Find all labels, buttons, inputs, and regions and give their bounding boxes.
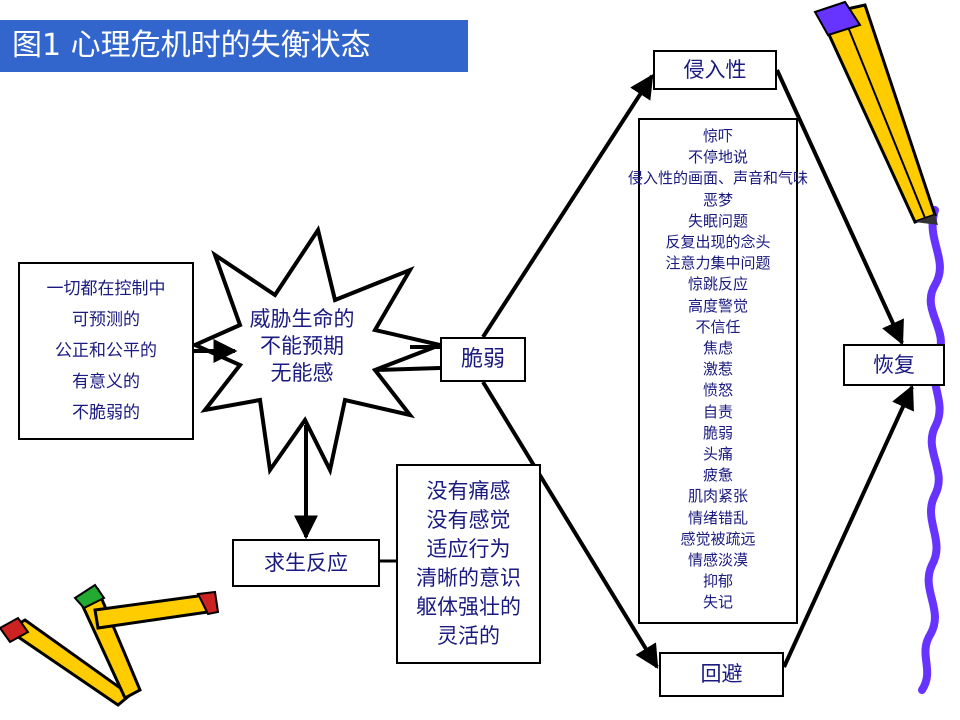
threat-starburst	[190, 225, 447, 476]
initial-state-line: 一切都在控制中	[46, 278, 166, 299]
crayons-icon	[0, 583, 220, 707]
symptom-item: 焦虑	[702, 339, 733, 358]
symptom-item: 反复出现的念头	[665, 233, 771, 252]
title-bar	[0, 20, 468, 72]
symptom-item: 侵入性的画面、声音和气味	[628, 169, 809, 188]
symptom-item: 不信任	[695, 317, 741, 336]
symptom-item: 肌肉紧张	[687, 487, 748, 506]
adaptive-trait-line: 没有痛感	[426, 479, 511, 503]
symptom-item: 失眠问题	[687, 211, 748, 230]
symptom-item: 情绪错乱	[687, 508, 748, 527]
vulnerability-box: 脆弱	[440, 337, 526, 382]
arrow-cuiruo-to-intrusion	[481, 73, 654, 339]
arrow-avoidance-to-recovery	[782, 384, 914, 668]
symptom-item: 恶梦	[702, 190, 733, 209]
symptom-item: 情感淡漠	[687, 551, 748, 570]
adaptive-trait-line: 清晰的意识	[416, 566, 521, 590]
symptom-item: 愤怒	[702, 381, 733, 400]
avoidance-box: 回避	[659, 652, 784, 697]
initial-state-line: 可预测的	[72, 309, 140, 330]
arrow-cuiruo-to-avoidance	[481, 380, 659, 670]
symptom-item: 惊吓	[702, 127, 733, 145]
adaptive-trait-line: 躯体强壮的	[416, 595, 521, 619]
symptom-item: 感觉被疏远	[680, 529, 756, 548]
initial-state-line: 不脆弱的	[72, 402, 140, 423]
symptom-item: 脆弱	[702, 423, 733, 442]
initial-state-box: 一切都在控制中 可预测的 公正和公平的 有意义的 不脆弱的	[18, 262, 194, 440]
intrusion-box: 侵入性	[653, 50, 777, 90]
purple-squiggle-decoration	[918, 206, 945, 694]
symptom-item: 不停地说	[687, 148, 748, 167]
symptom-item: 激惹	[702, 360, 733, 379]
symptom-item: 抑郁	[702, 572, 733, 591]
adaptive-traits-box: 没有痛感 没有感觉 适应行为 清晰的意识 躯体强壮的 灵活的	[396, 464, 541, 664]
symptom-item: 惊跳反应	[687, 275, 748, 294]
symptom-list-box: 惊吓 不停地说 侵入性的画面、声音和气味 恶梦 失眠问题 反复出现的念头 注意力…	[628, 118, 808, 624]
adaptive-trait-line: 灵活的	[437, 624, 500, 648]
threat-text: 威胁生命的 不能预期 无能感	[232, 306, 372, 387]
symptom-item: 疲惫	[702, 466, 733, 485]
adaptive-trait-line: 没有感觉	[426, 508, 511, 532]
symptom-item: 失记	[702, 593, 733, 612]
initial-state-line: 有意义的	[72, 371, 140, 392]
symptom-item: 头痛	[702, 445, 733, 464]
threat-line: 无能感	[270, 361, 334, 385]
page-title: 图1 心理危机时的失衡状态	[12, 28, 371, 63]
recovery-box: 恢复	[843, 344, 945, 386]
threat-line: 不能预期	[260, 334, 344, 358]
symptom-item: 高度警觉	[687, 296, 748, 315]
arrow-intrusion-to-recovery	[775, 69, 904, 346]
line-threat-to-cuiruo-2	[374, 366, 441, 372]
threat-line: 威胁生命的	[249, 307, 355, 331]
initial-state-line: 公正和公平的	[55, 340, 157, 361]
pencil-icon	[813, 0, 938, 225]
symptom-item: 自责	[702, 402, 733, 421]
adaptive-trait-line: 适应行为	[426, 537, 511, 561]
survival-response-box: 求生反应	[232, 539, 380, 587]
symptom-item: 注意力集中问题	[665, 254, 771, 273]
